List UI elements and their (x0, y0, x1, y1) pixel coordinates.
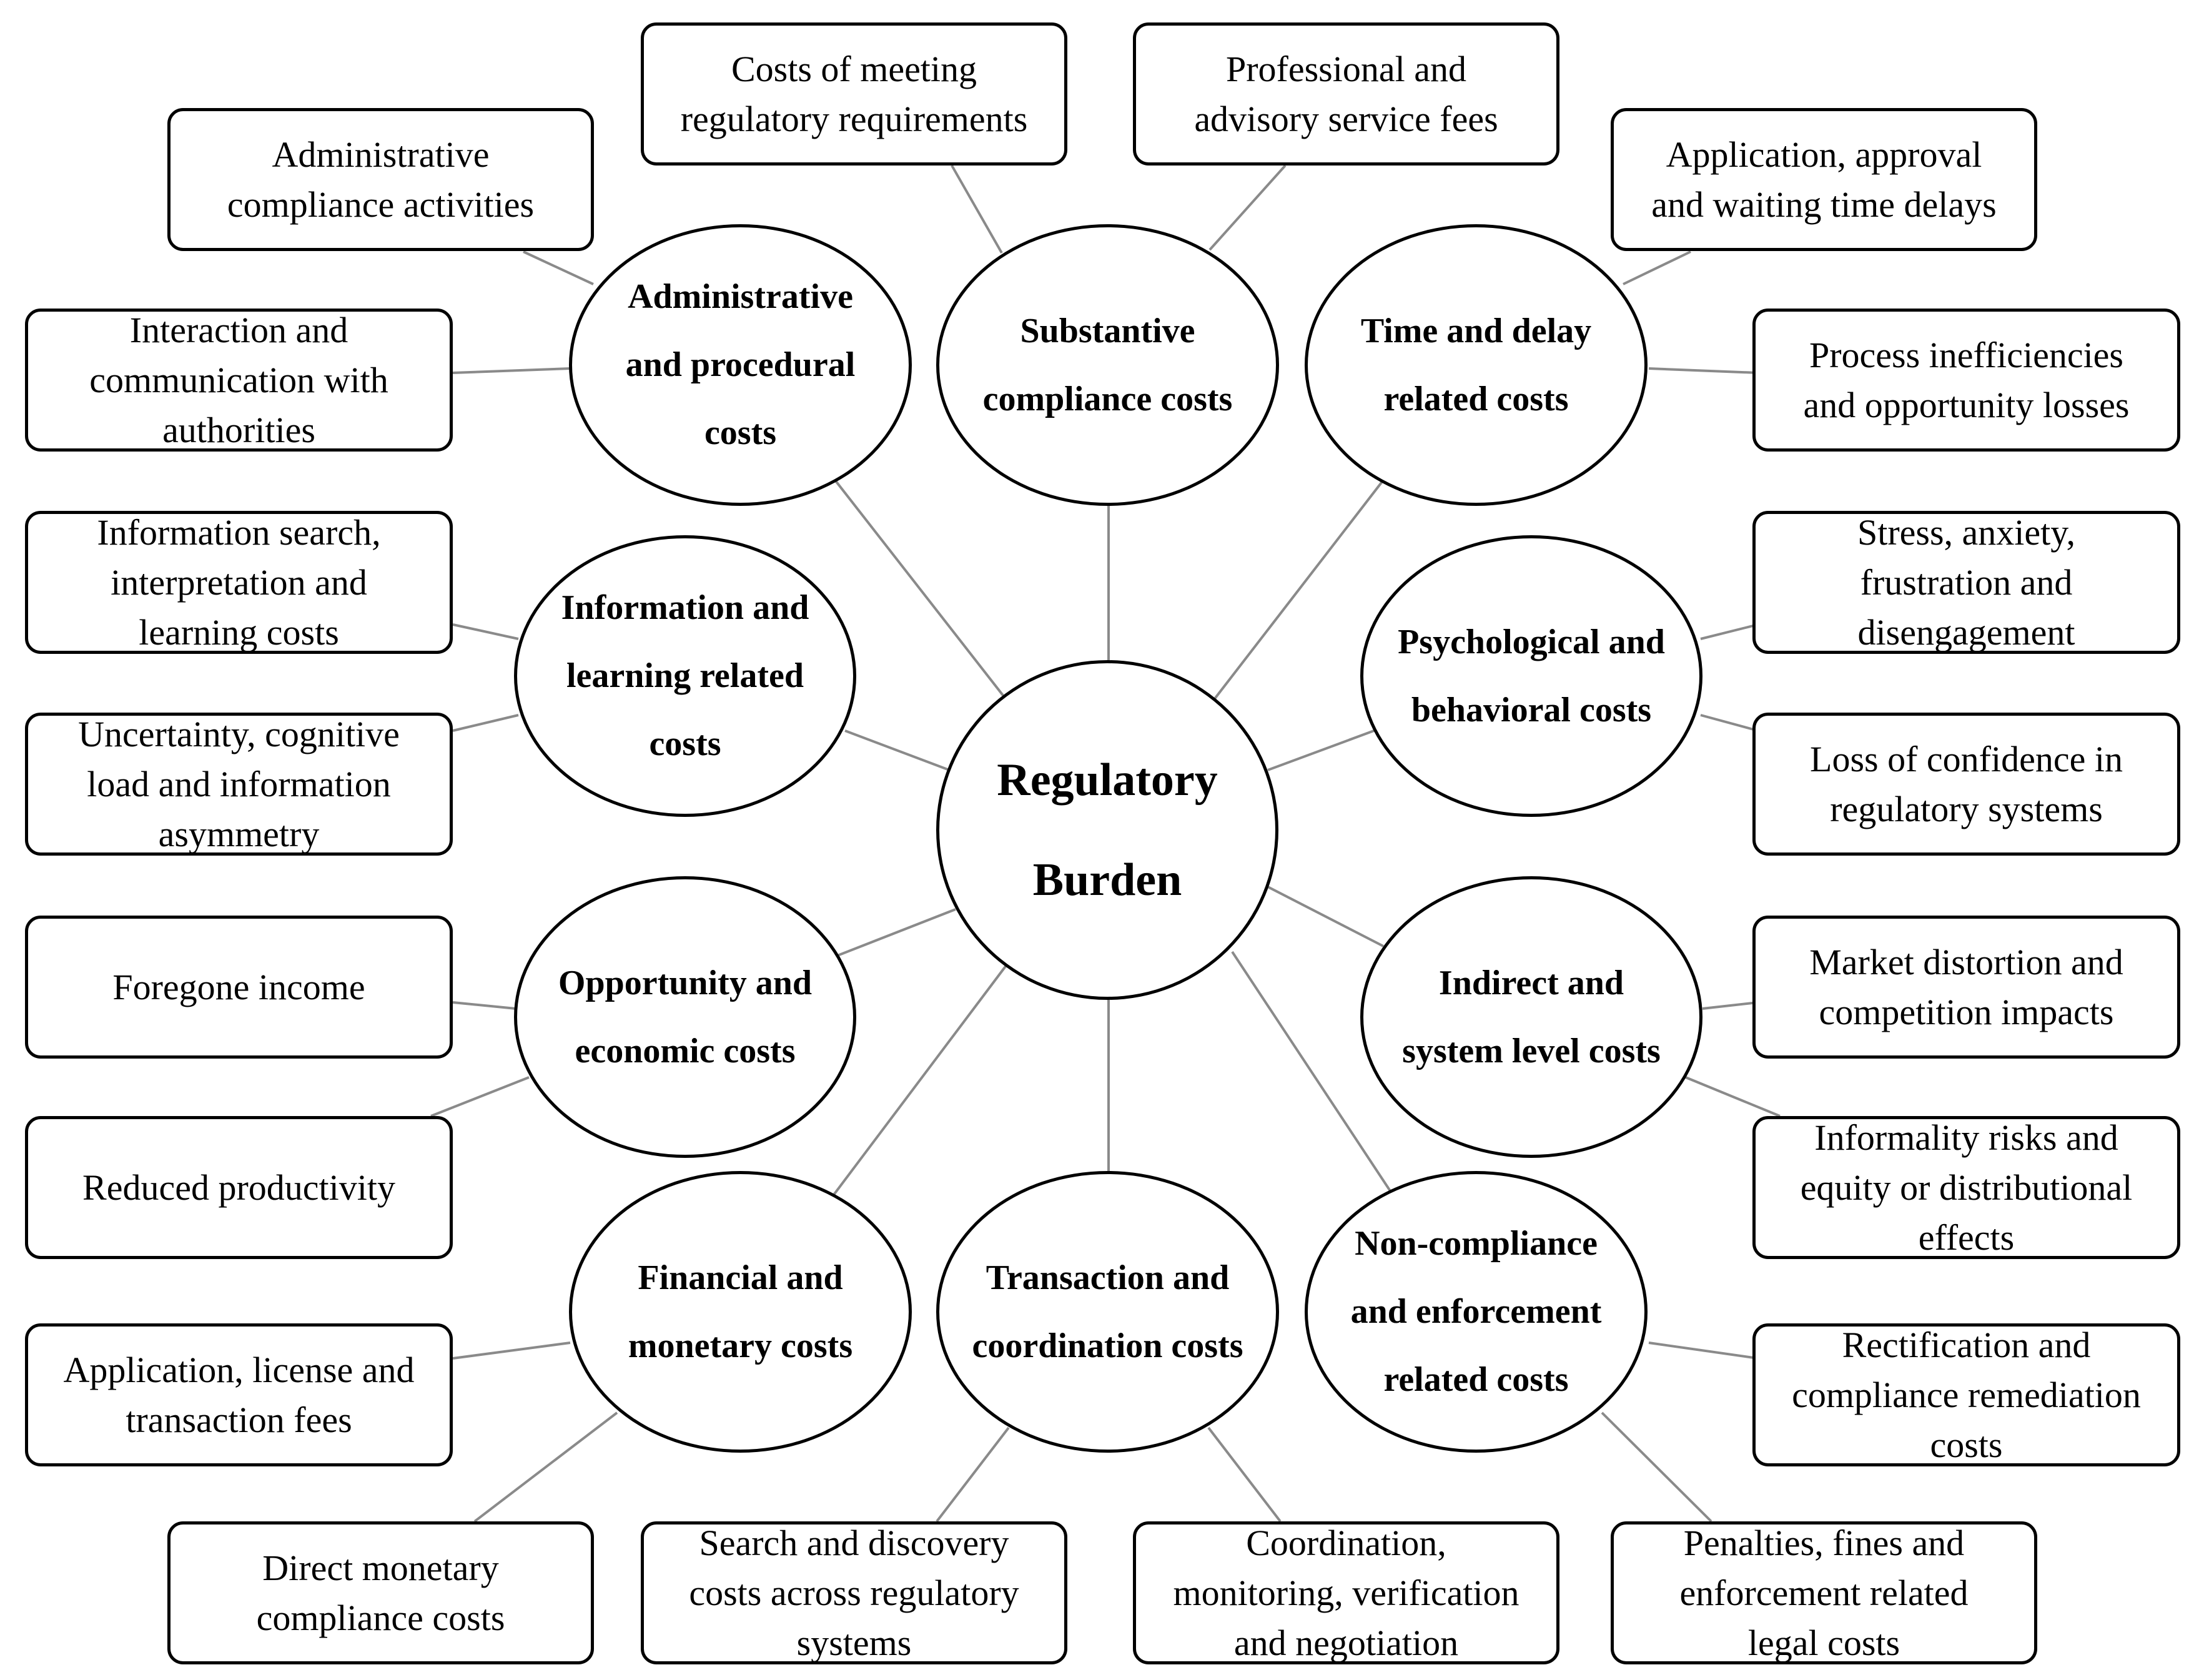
category-label: Substantive compliance costs (982, 311, 1233, 418)
leaf-box: Loss of confidence in regulatory systems (1752, 713, 2180, 856)
leaf-box: Search and discovery costs across regula… (641, 1521, 1067, 1664)
connector-cat-5-item-0 (452, 1001, 516, 1010)
category-node-time-delay: Time and delay related costs (1305, 224, 1648, 506)
leaf-label: Application, approval and waiting time d… (1651, 134, 1997, 225)
leaf-box: Penalties, fines and enforcement related… (1611, 1521, 2037, 1664)
connector-center-cat-0 (834, 480, 1006, 698)
connector-cat-6-item-0 (1702, 1001, 1759, 1010)
category-node-substantive-compliance: Substantive compliance costs (936, 224, 1279, 506)
leaf-label: Uncertainty, cognitive load and informat… (78, 713, 400, 854)
connector-cat-9-item-0 (1648, 1342, 1759, 1360)
category-node-information-learning: Information and learning related costs (514, 535, 856, 817)
connector-cat-5-item-1 (430, 1076, 530, 1117)
leaf-box: Coordination, monitoring, verification a… (1133, 1521, 1559, 1664)
leaf-box: Informality risks and equity or distribu… (1752, 1116, 2180, 1259)
category-label: Indirect and system level costs (1402, 963, 1661, 1070)
connector-cat-2-item-0 (1623, 250, 1691, 285)
leaf-label: Direct monetary compliance costs (256, 1547, 505, 1638)
category-node-transaction-coordination: Transaction and coordination costs (936, 1171, 1279, 1453)
category-label: Psychological and behavioral costs (1398, 622, 1665, 729)
leaf-box: Interaction and communication with autho… (25, 309, 453, 452)
leaf-box: Stress, anxiety, frustration and disenga… (1752, 511, 2180, 654)
leaf-label: Market distortion and competition impact… (1809, 941, 2123, 1032)
leaf-label: Rectification and compliance remediation… (1792, 1324, 2141, 1465)
category-node-financial-monetary: Financial and monetary costs (569, 1171, 912, 1453)
leaf-label: Reduced productivity (82, 1167, 395, 1208)
leaf-box: Market distortion and competition impact… (1752, 916, 2180, 1059)
leaf-box: Administrative compliance activities (167, 108, 594, 251)
category-node-administrative-procedural: Administrative and procedural costs (569, 224, 912, 506)
connector-cat-9-item-1 (1601, 1411, 1712, 1523)
connector-cat-3-item-0 (452, 623, 519, 640)
leaf-label: Interaction and communication with autho… (89, 309, 388, 450)
leaf-label: Costs of meeting regulatory requirements (680, 48, 1028, 139)
connector-cat-8-item-0 (936, 1426, 1010, 1523)
connector-cat-0-item-1 (452, 367, 571, 374)
leaf-label: Information search, interpretation and l… (97, 511, 381, 653)
category-node-noncompliance-enforcement: Non-compliance and enforcement related c… (1305, 1171, 1648, 1453)
leaf-box: Reduced productivity (25, 1116, 453, 1259)
connector-center-cat-5 (837, 908, 956, 957)
connector-center-cat-7 (833, 964, 1007, 1196)
leaf-label: Search and discovery costs across regula… (689, 1522, 1019, 1663)
leaf-label: Application, license and transaction fee… (63, 1349, 415, 1440)
connector-cat-8-item-1 (1207, 1426, 1282, 1523)
connector-cat-4-item-0 (1700, 623, 1759, 640)
connector-cat-2-item-1 (1648, 367, 1759, 374)
category-label: Administrative and procedural costs (625, 277, 856, 452)
leaf-label: Administrative compliance activities (227, 134, 535, 225)
leaf-box: Professional and advisory service fees (1133, 22, 1559, 166)
leaf-box: Process inefficiencies and opportunity l… (1752, 309, 2180, 452)
center-node-label: Regulatory Burden (997, 754, 1218, 906)
connector-cat-4-item-1 (1700, 714, 1759, 732)
connector-center-cat-3 (844, 729, 950, 771)
leaf-box: Rectification and compliance remediation… (1752, 1323, 2180, 1466)
leaf-box: Uncertainty, cognitive load and informat… (25, 713, 453, 856)
leaf-label: Informality risks and equity or distribu… (1800, 1117, 2133, 1258)
leaf-box: Foregone income (25, 916, 453, 1059)
leaf-box: Costs of meeting regulatory requirements (641, 22, 1067, 166)
leaf-label: Process inefficiencies and opportunity l… (1803, 334, 2130, 425)
category-node-psychological-behavioral: Psychological and behavioral costs (1360, 535, 1702, 817)
category-label: Financial and monetary costs (628, 1258, 853, 1365)
connector-center-cat-4 (1267, 729, 1375, 771)
leaf-box: Application, license and transaction fee… (25, 1323, 453, 1466)
connector-center-cat-9 (1231, 951, 1394, 1196)
connector-center-cat-6 (1267, 886, 1384, 947)
category-label: Non-compliance and enforcement related c… (1350, 1224, 1602, 1399)
leaf-label: Professional and advisory service fees (1194, 48, 1498, 139)
leaf-box: Application, approval and waiting time d… (1611, 108, 2037, 251)
category-label: Opportunity and economic costs (558, 963, 813, 1070)
connector-cat-7-item-1 (473, 1411, 618, 1523)
leaf-label: Stress, anxiety, frustration and disenga… (1857, 511, 2076, 653)
leaf-label: Loss of confidence in regulatory systems (1810, 738, 2123, 829)
connector-cat-0-item-0 (523, 250, 594, 285)
leaf-label: Coordination, monitoring, verification a… (1173, 1522, 1519, 1663)
leaf-label: Penalties, fines and enforcement related… (1679, 1522, 1969, 1663)
connector-cat-1-item-0 (951, 165, 1003, 254)
center-node-regulatory-burden: Regulatory Burden (936, 660, 1278, 1000)
category-label: Transaction and coordination costs (972, 1258, 1243, 1365)
leaf-box: Information search, interpretation and l… (25, 511, 453, 654)
category-node-opportunity-economic: Opportunity and economic costs (514, 876, 856, 1158)
connector-cat-1-item-1 (1208, 164, 1287, 251)
connector-cat-3-item-1 (452, 714, 519, 732)
connector-center-cat-2 (1213, 480, 1384, 701)
leaf-box: Direct monetary compliance costs (167, 1521, 594, 1664)
category-label: Information and learning related costs (561, 588, 809, 763)
connector-cat-7-item-0 (452, 1342, 571, 1360)
leaf-label: Foregone income (112, 966, 365, 1007)
category-node-indirect-system-level: Indirect and system level costs (1360, 876, 1702, 1158)
category-label: Time and delay related costs (1360, 311, 1592, 418)
connector-cat-6-item-1 (1685, 1076, 1781, 1117)
